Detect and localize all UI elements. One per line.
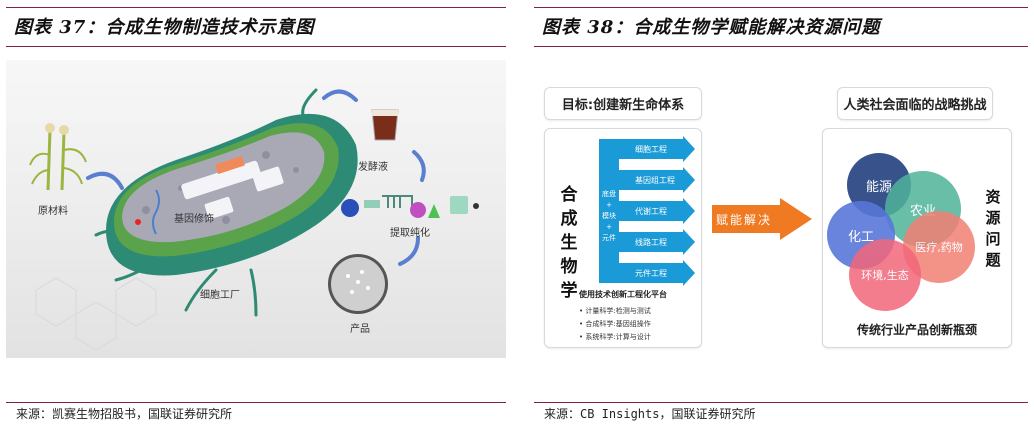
engineering-label: 元件工程 [635, 268, 667, 278]
engineering-bracket [599, 139, 619, 283]
synbio-box: 合 成 生 物 学 底盘 + 模块 + 元件 细胞工程 基因组工程 代谢工程 线… [544, 128, 702, 348]
figure-37-title: 图表 37：合成生物制造技术示意图 [14, 17, 315, 38]
resource-vertical-label: 资 源 问 题 [983, 187, 1003, 271]
label-raw-material: 原材料 [38, 206, 68, 217]
char: 题 [985, 251, 1001, 269]
engineering-label: 基因组工程 [635, 175, 675, 185]
engineering-list: 细胞工程 基因组工程 代谢工程 线路工程 元件工程 [619, 129, 699, 289]
engineering-item: 细胞工程 [619, 136, 695, 162]
arrow-right-icon [683, 198, 695, 224]
label-product: 产品 [350, 324, 370, 335]
arrow-right-icon [683, 136, 695, 162]
engineering-label: 线路工程 [635, 237, 667, 247]
synbio-manufacturing-illustration: 原材料 基因修饰 细胞工厂 发酵液 提取纯化 产品 [6, 60, 506, 358]
resource-box: 能源 农业 化工 医疗,药物 环境,生态 资 源 问 题 传统行业产品创新瓶颈 [822, 128, 1012, 348]
char: 资 [985, 188, 1001, 206]
engineering-label: 代谢工程 [635, 206, 667, 216]
label-fermentation-broth: 发酵液 [358, 162, 388, 173]
arrow-label: 赋能解决 [716, 213, 773, 227]
chassis-module-part-label: 底盘 + 模块 + 元件 [599, 189, 619, 244]
goal-box: 目标:创建新生命体系 [544, 87, 702, 120]
label-cell-factory: 细胞工厂 [200, 290, 240, 301]
platform-item: • 合成科学:基因组操作 [579, 320, 651, 328]
top-rule [6, 7, 506, 8]
bracket-label: 模块 [602, 212, 616, 220]
engineering-item: 基因组工程 [619, 167, 695, 193]
bottom-caption: 传统行业产品创新瓶颈 [856, 323, 977, 337]
bacterium-cell-icon [106, 113, 358, 276]
platform-list: • 计量科学:检测与测试 • 合成科学:基因组操作 • 系统科学:计算与设计 [579, 305, 651, 344]
char: 学 [560, 281, 578, 301]
char: 生 [560, 233, 578, 253]
title-rule [534, 46, 1028, 47]
arrow-right-icon [683, 229, 695, 255]
synbio-vertical-label: 合 成 生 物 学 [559, 183, 579, 303]
figure-37-panel: 图表 37：合成生物制造技术示意图 [0, 0, 512, 428]
source-rule [6, 402, 506, 403]
figure-38-source: 来源：CB Insights，国联证券研究所 [544, 407, 756, 421]
bracket-label: + [606, 201, 612, 209]
circle-environment: 环境,生态 [849, 239, 921, 311]
purification-apparatus-icon [341, 195, 479, 218]
bracket-label: + [606, 223, 612, 231]
source-rule [534, 402, 1028, 403]
platform-title: 使用技术创新工程化平台 [579, 290, 667, 299]
figure-38-panel: 图表 38：合成生物学赋能解决资源问题 目标:创建新生命体系 合 成 生 物 学… [528, 0, 1034, 428]
arrow-right-icon [780, 198, 812, 240]
title-rule [6, 46, 506, 47]
empower-arrow: 赋能解决 [712, 198, 814, 240]
engineering-item: 代谢工程 [619, 198, 695, 224]
char: 问 [985, 230, 1001, 248]
label-gene-modification: 基因修饰 [174, 214, 214, 225]
char: 合 [560, 185, 578, 205]
challenge-box: 人类社会面临的战略挑战 [837, 87, 993, 120]
engineering-label: 细胞工程 [635, 144, 667, 154]
figure-38-title: 图表 38：合成生物学赋能解决资源问题 [542, 17, 881, 38]
figure-37-source: 来源：凯赛生物招股书，国联证券研究所 [16, 407, 233, 421]
char: 成 [560, 209, 578, 229]
bracket-label: 元件 [602, 234, 616, 242]
engineering-item: 元件工程 [619, 260, 695, 286]
engineering-item: 线路工程 [619, 229, 695, 255]
sugarcane-icon [29, 129, 87, 191]
platform-item: • 计量科学:检测与测试 [579, 307, 651, 315]
platform-item: • 系统科学:计算与设计 [579, 333, 651, 341]
char: 源 [985, 209, 1001, 227]
arrow-right-icon [683, 260, 695, 286]
label-extraction-purification: 提取纯化 [390, 228, 430, 239]
top-rule [534, 7, 1028, 8]
arrow-right-icon [683, 167, 695, 193]
fermentation-beaker-icon [371, 109, 399, 141]
bracket-label: 底盘 [602, 190, 616, 198]
char: 物 [560, 257, 578, 277]
